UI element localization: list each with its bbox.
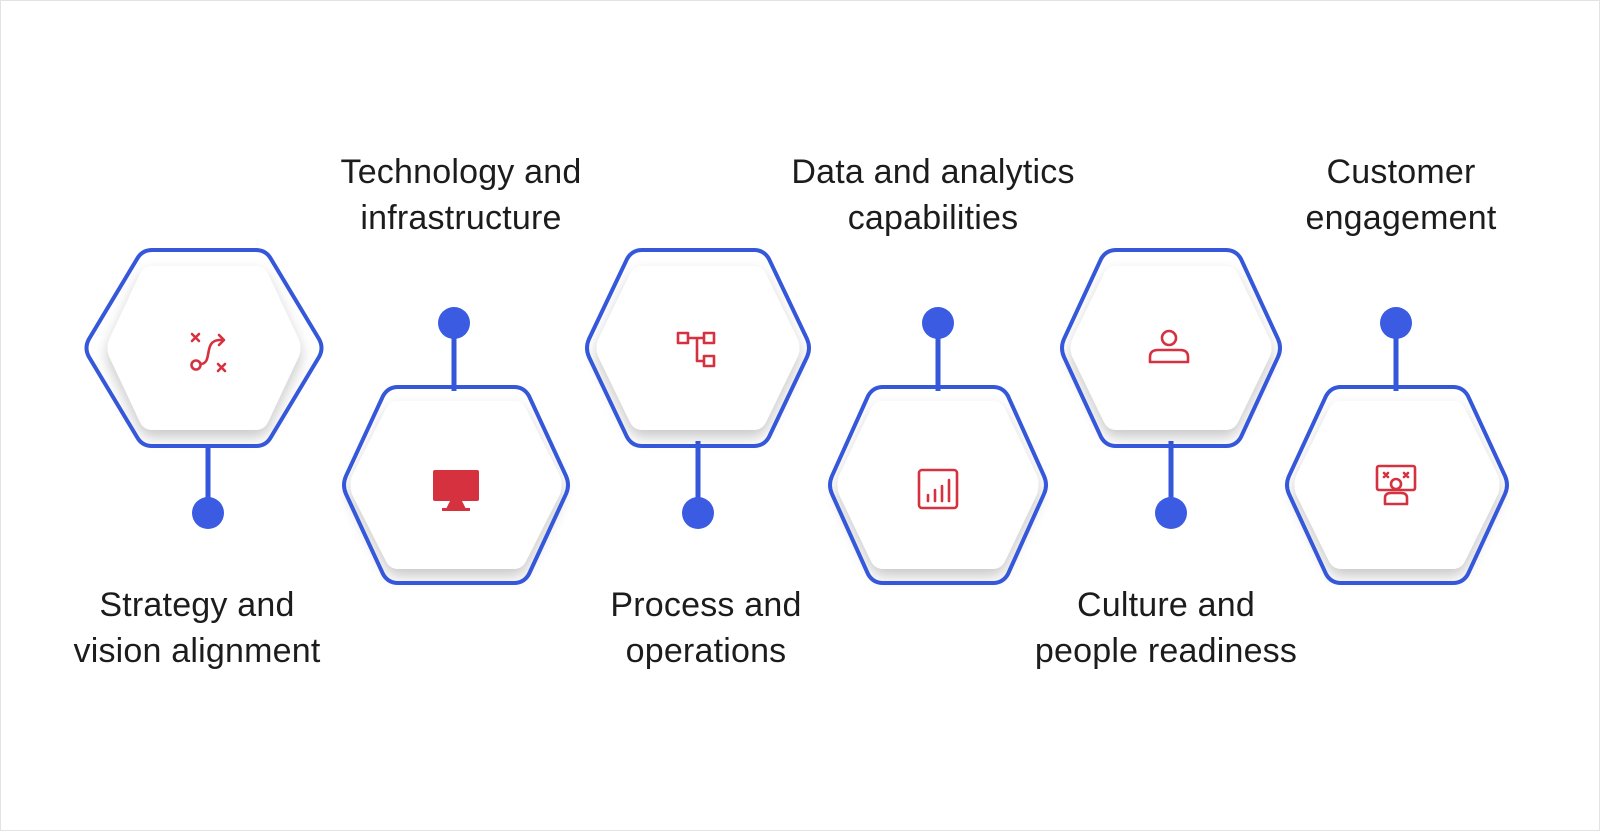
connector-6 bbox=[1380, 307, 1412, 391]
label-process-operations: Process and operations bbox=[526, 582, 886, 674]
person-icon bbox=[1148, 329, 1190, 364]
connector-3 bbox=[682, 441, 714, 529]
hexagon-step-3 bbox=[585, 248, 811, 448]
monitor-icon bbox=[433, 470, 479, 511]
connector-dot bbox=[922, 307, 954, 339]
connector-1 bbox=[192, 441, 224, 529]
label-line: Technology and bbox=[340, 153, 582, 191]
connector-dot bbox=[1155, 497, 1187, 529]
connector-dot bbox=[682, 497, 714, 529]
hexagon-step-4 bbox=[828, 385, 1048, 585]
connector-dot bbox=[438, 307, 470, 339]
bar-chart-icon bbox=[917, 468, 959, 510]
label-technology-infrastructure: Technology and infrastructure bbox=[281, 149, 641, 241]
hexagon-step-2 bbox=[342, 385, 570, 585]
hexagon-step-5 bbox=[1060, 248, 1282, 448]
connector-2 bbox=[438, 307, 470, 391]
label-line: Culture and bbox=[1077, 586, 1255, 624]
label-culture-people: Culture and people readiness bbox=[986, 582, 1346, 674]
label-line: Data and analytics bbox=[791, 153, 1075, 191]
presentation-icon bbox=[1375, 464, 1417, 506]
label-line: Strategy and bbox=[99, 586, 295, 624]
connector-5 bbox=[1155, 441, 1187, 529]
route-icon bbox=[190, 332, 227, 373]
flowchart-icon bbox=[676, 331, 716, 368]
label-line: Customer bbox=[1326, 153, 1476, 191]
label-line: engagement bbox=[1305, 199, 1497, 237]
label-line: operations bbox=[625, 632, 787, 670]
connector-dot bbox=[192, 497, 224, 529]
hexagon-step-6 bbox=[1285, 385, 1509, 585]
label-line: vision alignment bbox=[73, 632, 321, 670]
label-customer-engagement: Customer engagement bbox=[1221, 149, 1581, 241]
label-strategy-vision: Strategy and vision alignment bbox=[17, 582, 377, 674]
connector-dot bbox=[1380, 307, 1412, 339]
label-data-analytics: Data and analytics capabilities bbox=[753, 149, 1113, 241]
label-line: Process and bbox=[610, 586, 802, 624]
label-line: capabilities bbox=[847, 199, 1019, 237]
connector-4 bbox=[922, 307, 954, 391]
hexagon-step-1 bbox=[84, 248, 324, 448]
label-line: infrastructure bbox=[360, 199, 562, 237]
label-line: people readiness bbox=[1034, 632, 1298, 670]
